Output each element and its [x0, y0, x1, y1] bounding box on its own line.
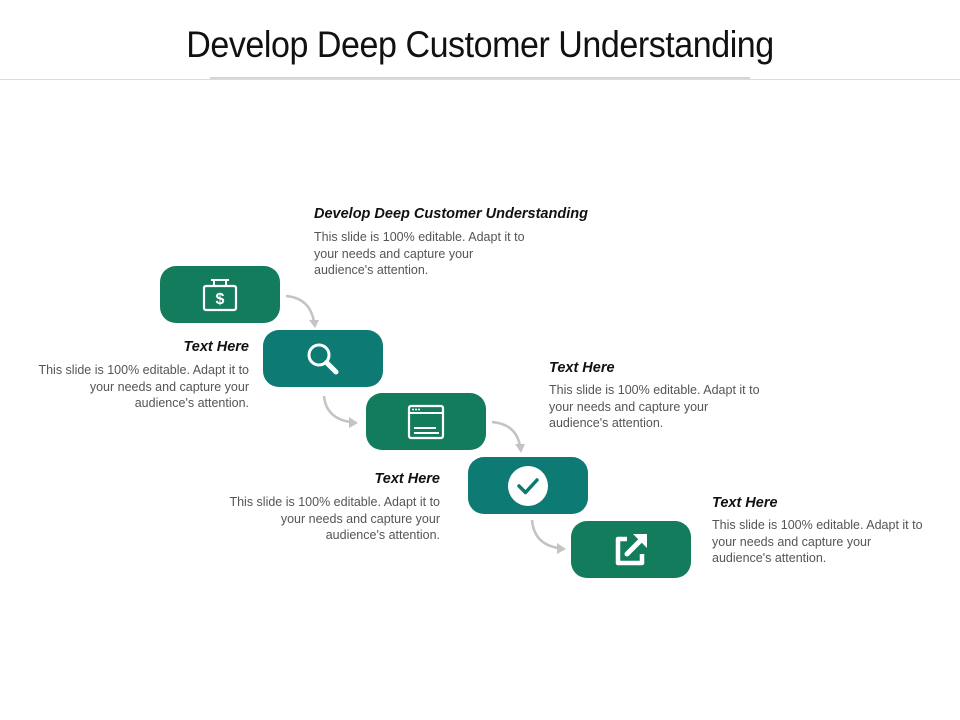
checkmark-icon: [508, 465, 548, 506]
step-1-box: $: [160, 266, 280, 323]
step-3-heading: Text Here: [549, 360, 615, 376]
slide-title: Develop Deep Customer Understanding: [186, 24, 774, 65]
step-1-description: This slide is 100% editable. Adapt it to…: [314, 230, 525, 277]
svg-text:$: $: [216, 291, 225, 308]
arrow-3-to-4: [491, 420, 525, 453]
title-underline: [210, 77, 750, 79]
step-4-box: [468, 457, 588, 514]
step-1-heading: Develop Deep Customer Understanding: [314, 206, 588, 222]
step-3-box: [366, 393, 486, 450]
money-bag-icon: $: [202, 278, 238, 311]
arrow-2-to-3: [322, 395, 358, 428]
arrow-4-to-5: [530, 519, 566, 554]
step-5-box: [571, 521, 691, 578]
step-2-box: [263, 330, 383, 387]
step-4-heading: Text Here: [374, 471, 440, 487]
title-divider: [0, 79, 960, 80]
arrow-1-to-2: [285, 294, 319, 328]
step-5-description: This slide is 100% editable. Adapt it to…: [712, 518, 923, 565]
step-2-description: This slide is 100% editable. Adapt it to…: [38, 363, 249, 410]
step-2-heading: Text Here: [183, 339, 249, 355]
step-4-description: This slide is 100% editable. Adapt it to…: [229, 495, 440, 542]
step-3-description: This slide is 100% editable. Adapt it to…: [549, 383, 760, 430]
step-5-heading: Text Here: [712, 495, 778, 511]
external-link-icon: [615, 533, 647, 565]
browser-window-icon: [407, 404, 445, 439]
search-icon: [307, 343, 339, 374]
